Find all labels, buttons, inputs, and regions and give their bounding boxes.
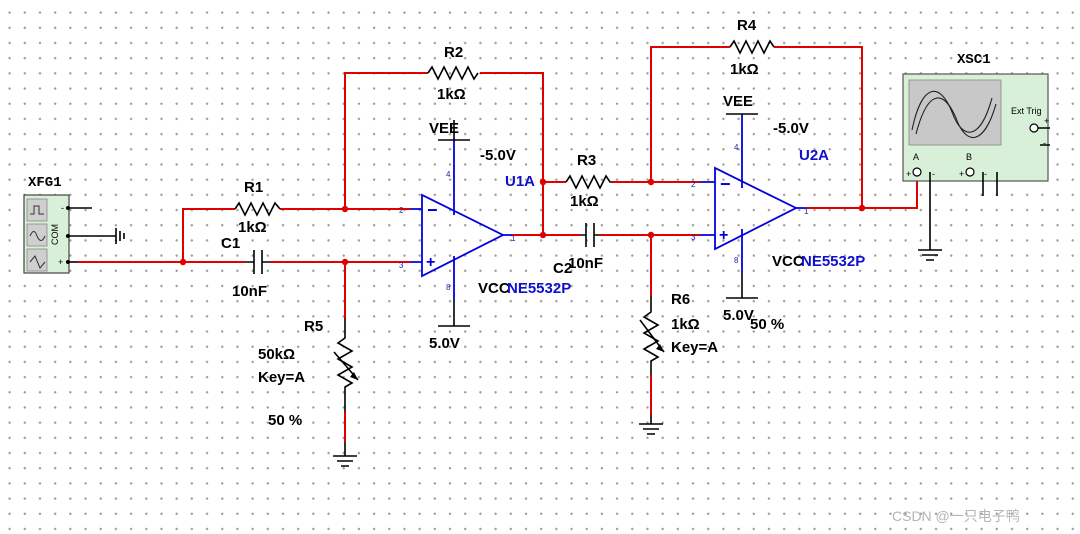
u2a-ref: U2A — [799, 147, 829, 164]
c1-ref: C1 — [221, 235, 240, 252]
r3-ref: R3 — [577, 152, 596, 169]
vcc-supply-u2a — [726, 273, 758, 299]
svg-text:2: 2 — [399, 206, 404, 215]
square-wave-icon — [26, 198, 48, 222]
capacitor-c1[interactable] — [245, 250, 270, 274]
r6-key: Key=A — [671, 339, 718, 356]
u2a-vee-value: -5.0V — [773, 120, 809, 137]
svg-text:3: 3 — [691, 233, 696, 242]
u1a-vcc-label: VCC — [478, 280, 510, 297]
u1a-ref: U1A — [505, 173, 535, 190]
u1a-vcc-value: 5.0V — [429, 335, 460, 352]
svg-text:4: 4 — [446, 170, 451, 179]
u1a-vee-value: -5.0V — [480, 147, 516, 164]
svg-text:-: - — [932, 169, 935, 179]
scope-screen — [908, 79, 1002, 146]
u1a-part: NE5532P — [507, 280, 571, 297]
channel-b-label: B — [966, 152, 972, 162]
ext-trig-terminal[interactable] — [1029, 123, 1039, 133]
svg-text:+: + — [906, 169, 911, 179]
u2a-vee-label: VEE — [723, 93, 753, 110]
r2-ref: R2 — [444, 44, 463, 61]
resistor-r4[interactable] — [729, 39, 775, 55]
u1a-vee-label: VEE — [429, 120, 459, 137]
r6-ref: R6 — [671, 291, 690, 308]
junction-dot — [341, 258, 349, 266]
svg-text:1: 1 — [804, 207, 809, 216]
r2-value: 1kΩ — [437, 86, 466, 103]
resistor-r1[interactable] — [234, 201, 281, 217]
svg-text:-: - — [984, 169, 987, 179]
svg-text:+: + — [58, 257, 63, 267]
junctions — [179, 178, 866, 266]
opamp-u1a[interactable]: − + 2 3 1 4 8 — [399, 140, 516, 300]
opamp-u2a[interactable]: − + 2 3 1 4 8 — [691, 114, 809, 273]
r1-ref: R1 — [244, 179, 263, 196]
junction-dot — [647, 231, 655, 239]
junction-dot — [858, 204, 866, 212]
svg-text:8: 8 — [446, 283, 451, 292]
channel-b-terminal[interactable] — [965, 167, 975, 177]
potentiometer-r5[interactable] — [333, 318, 359, 412]
svg-text:+: + — [1044, 116, 1049, 126]
xfg1-function-generator[interactable]: - + COM — [23, 194, 112, 274]
xfg1-com-label: COM — [50, 224, 60, 245]
svg-text:4: 4 — [734, 143, 739, 152]
c2-value: 10nF — [568, 255, 603, 272]
vcc-supply-u1a — [438, 300, 470, 327]
r5-percent: 50 % — [268, 412, 302, 429]
r6-percent: 50 % — [750, 316, 784, 333]
watermark: CSDN @一只电子鸭 — [892, 508, 1020, 524]
c2-ref: C2 — [553, 260, 572, 277]
channel-a-terminal[interactable] — [912, 167, 922, 177]
r5-ref: R5 — [304, 318, 323, 335]
resistor-r3[interactable] — [565, 174, 612, 190]
wires — [78, 46, 918, 442]
r5-key: Key=A — [258, 369, 305, 386]
svg-text:-: - — [1043, 138, 1046, 148]
r4-ref: R4 — [737, 17, 757, 34]
xsc1-oscilloscope[interactable]: Ext Trig + - A B + - + - — [902, 73, 1050, 250]
r1-value: 1kΩ — [238, 219, 267, 236]
xfg1-ref: XFG1 — [28, 175, 62, 191]
xsc1-ref: XSC1 — [957, 52, 991, 68]
junction-dot — [539, 178, 547, 186]
c1-value: 10nF — [232, 283, 267, 300]
noninverting-input-sign: + — [426, 254, 435, 271]
inverting-input-sign: − — [720, 174, 731, 194]
capacitor-c2[interactable] — [580, 223, 600, 247]
u2a-vcc-label: VCC — [772, 253, 804, 270]
vee-supply-u1a — [438, 120, 470, 141]
ground-icon — [333, 442, 357, 467]
junction-dot — [341, 205, 349, 213]
ext-trig-label: Ext Trig — [1011, 106, 1042, 116]
r5-value: 50kΩ — [258, 346, 295, 363]
junction-dot — [539, 231, 547, 239]
channel-a-label: A — [913, 152, 919, 162]
r3-value: 1kΩ — [570, 193, 599, 210]
inverting-input-sign: − — [427, 200, 438, 220]
u2a-vcc-value: 5.0V — [723, 307, 754, 324]
junction-dot — [179, 258, 187, 266]
r4-value: 1kΩ — [730, 61, 759, 78]
resistor-r2[interactable] — [427, 65, 479, 81]
potentiometer-r6[interactable] — [639, 296, 665, 375]
svg-text:1: 1 — [511, 234, 516, 243]
svg-text:+: + — [959, 169, 964, 179]
junction-dot — [647, 178, 655, 186]
ground-icon — [918, 249, 942, 261]
svg-text:3: 3 — [399, 261, 404, 270]
svg-text:2: 2 — [691, 180, 696, 189]
ground-icon — [112, 228, 125, 244]
svg-text:8: 8 — [734, 256, 739, 265]
u2a-part: NE5532P — [801, 253, 865, 270]
ground-icon — [639, 415, 663, 435]
svg-text:-: - — [61, 203, 64, 213]
r6-value: 1kΩ — [671, 316, 700, 333]
noninverting-input-sign: + — [719, 227, 728, 244]
